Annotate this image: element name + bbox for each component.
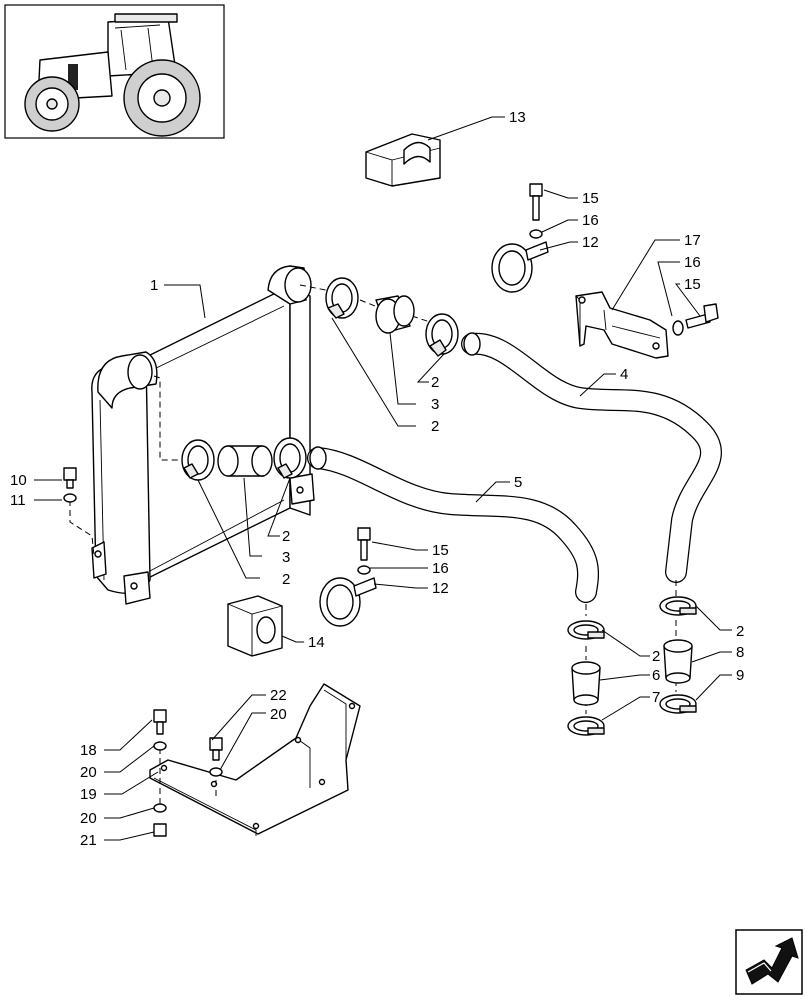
callout-12-middle: 12 — [432, 580, 449, 597]
clamp-part-2-upper-b — [425, 313, 459, 357]
bracket-plate-part-19 — [149, 683, 361, 836]
bracket-part-13 — [365, 133, 441, 187]
bolt-part-15-middle — [357, 527, 371, 561]
callout-2-lower-a: 2 — [282, 571, 290, 588]
bracket-clamp-part-12-middle — [319, 577, 377, 627]
callout-17: 17 — [684, 232, 701, 249]
callout-2-upper-b: 2 — [431, 374, 439, 391]
sleeve-part-6 — [571, 661, 601, 706]
callout-4: 4 — [620, 366, 628, 383]
tractor-thumbnail-icon — [4, 4, 225, 139]
callout-20-right: 20 — [270, 706, 287, 723]
nut-part-21 — [153, 823, 167, 837]
washer-part-16-bracket — [672, 320, 684, 336]
callout-3-upper: 3 — [431, 396, 439, 413]
callout-19: 19 — [80, 786, 97, 803]
callout-15-bracket: 15 — [684, 276, 701, 293]
callout-9: 9 — [736, 667, 744, 684]
callout-21: 21 — [80, 832, 97, 849]
washer-part-11 — [63, 493, 77, 503]
clamp-part-7 — [567, 716, 605, 736]
bolt-part-15-upper — [529, 183, 543, 221]
callout-2-left: 2 — [652, 648, 660, 665]
callout-2-upper-a: 2 — [431, 418, 439, 435]
mount-part-14 — [227, 595, 283, 657]
callout-16-upper: 16 — [582, 212, 599, 229]
clamp-part-2-right — [659, 596, 697, 616]
next-page-arrow-icon[interactable] — [735, 929, 803, 995]
clamp-part-2-lower-a — [181, 439, 215, 481]
callout-5: 5 — [514, 474, 522, 491]
callout-16-bracket: 16 — [684, 254, 701, 271]
clamp-part-2-upper-a — [325, 277, 359, 319]
sleeve-part-3-lower — [217, 445, 273, 477]
bracket-clamp-part-12-upper — [491, 241, 549, 293]
bolt-part-15-bracket — [685, 303, 719, 329]
intercooler-part-1 — [91, 265, 315, 605]
callout-2-lower-b: 2 — [282, 528, 290, 545]
callout-20-top: 20 — [80, 764, 97, 781]
bolt-part-10 — [63, 467, 77, 489]
callout-2-right: 2 — [736, 623, 744, 640]
callout-13: 13 — [509, 109, 526, 126]
callout-8: 8 — [736, 644, 744, 661]
hose-part-5 — [307, 446, 599, 603]
callout-7: 7 — [652, 689, 660, 706]
callout-18: 18 — [80, 742, 97, 759]
callout-6: 6 — [652, 667, 660, 684]
clamp-part-2-left — [567, 620, 605, 640]
bolt-part-22 — [209, 737, 223, 761]
sleeve-part-8 — [663, 639, 693, 684]
callout-15-upper: 15 — [582, 190, 599, 207]
callout-1: 1 — [150, 277, 158, 294]
bolt-part-18 — [153, 709, 167, 735]
callout-22: 22 — [270, 687, 287, 704]
callout-16-middle: 16 — [432, 560, 449, 577]
callout-3-lower: 3 — [282, 549, 290, 566]
washer-part-20-top-left — [153, 741, 167, 751]
washer-part-16-upper — [529, 229, 543, 239]
callout-12-upper: 12 — [582, 234, 599, 251]
clamp-part-2-lower-b — [273, 437, 307, 479]
callout-15-middle: 15 — [432, 542, 449, 559]
washer-part-20-right — [209, 767, 223, 777]
callout-11: 11 — [10, 492, 26, 509]
washer-part-20-bottom — [153, 803, 167, 813]
callout-14: 14 — [308, 634, 325, 651]
bracket-part-17 — [575, 291, 669, 359]
washer-part-16-middle — [357, 565, 371, 575]
hose-part-4 — [461, 332, 722, 583]
callout-20-bottom: 20 — [80, 810, 97, 827]
callout-10: 10 — [10, 472, 27, 489]
clamp-part-9 — [659, 694, 697, 714]
sleeve-part-3-upper — [375, 295, 415, 334]
